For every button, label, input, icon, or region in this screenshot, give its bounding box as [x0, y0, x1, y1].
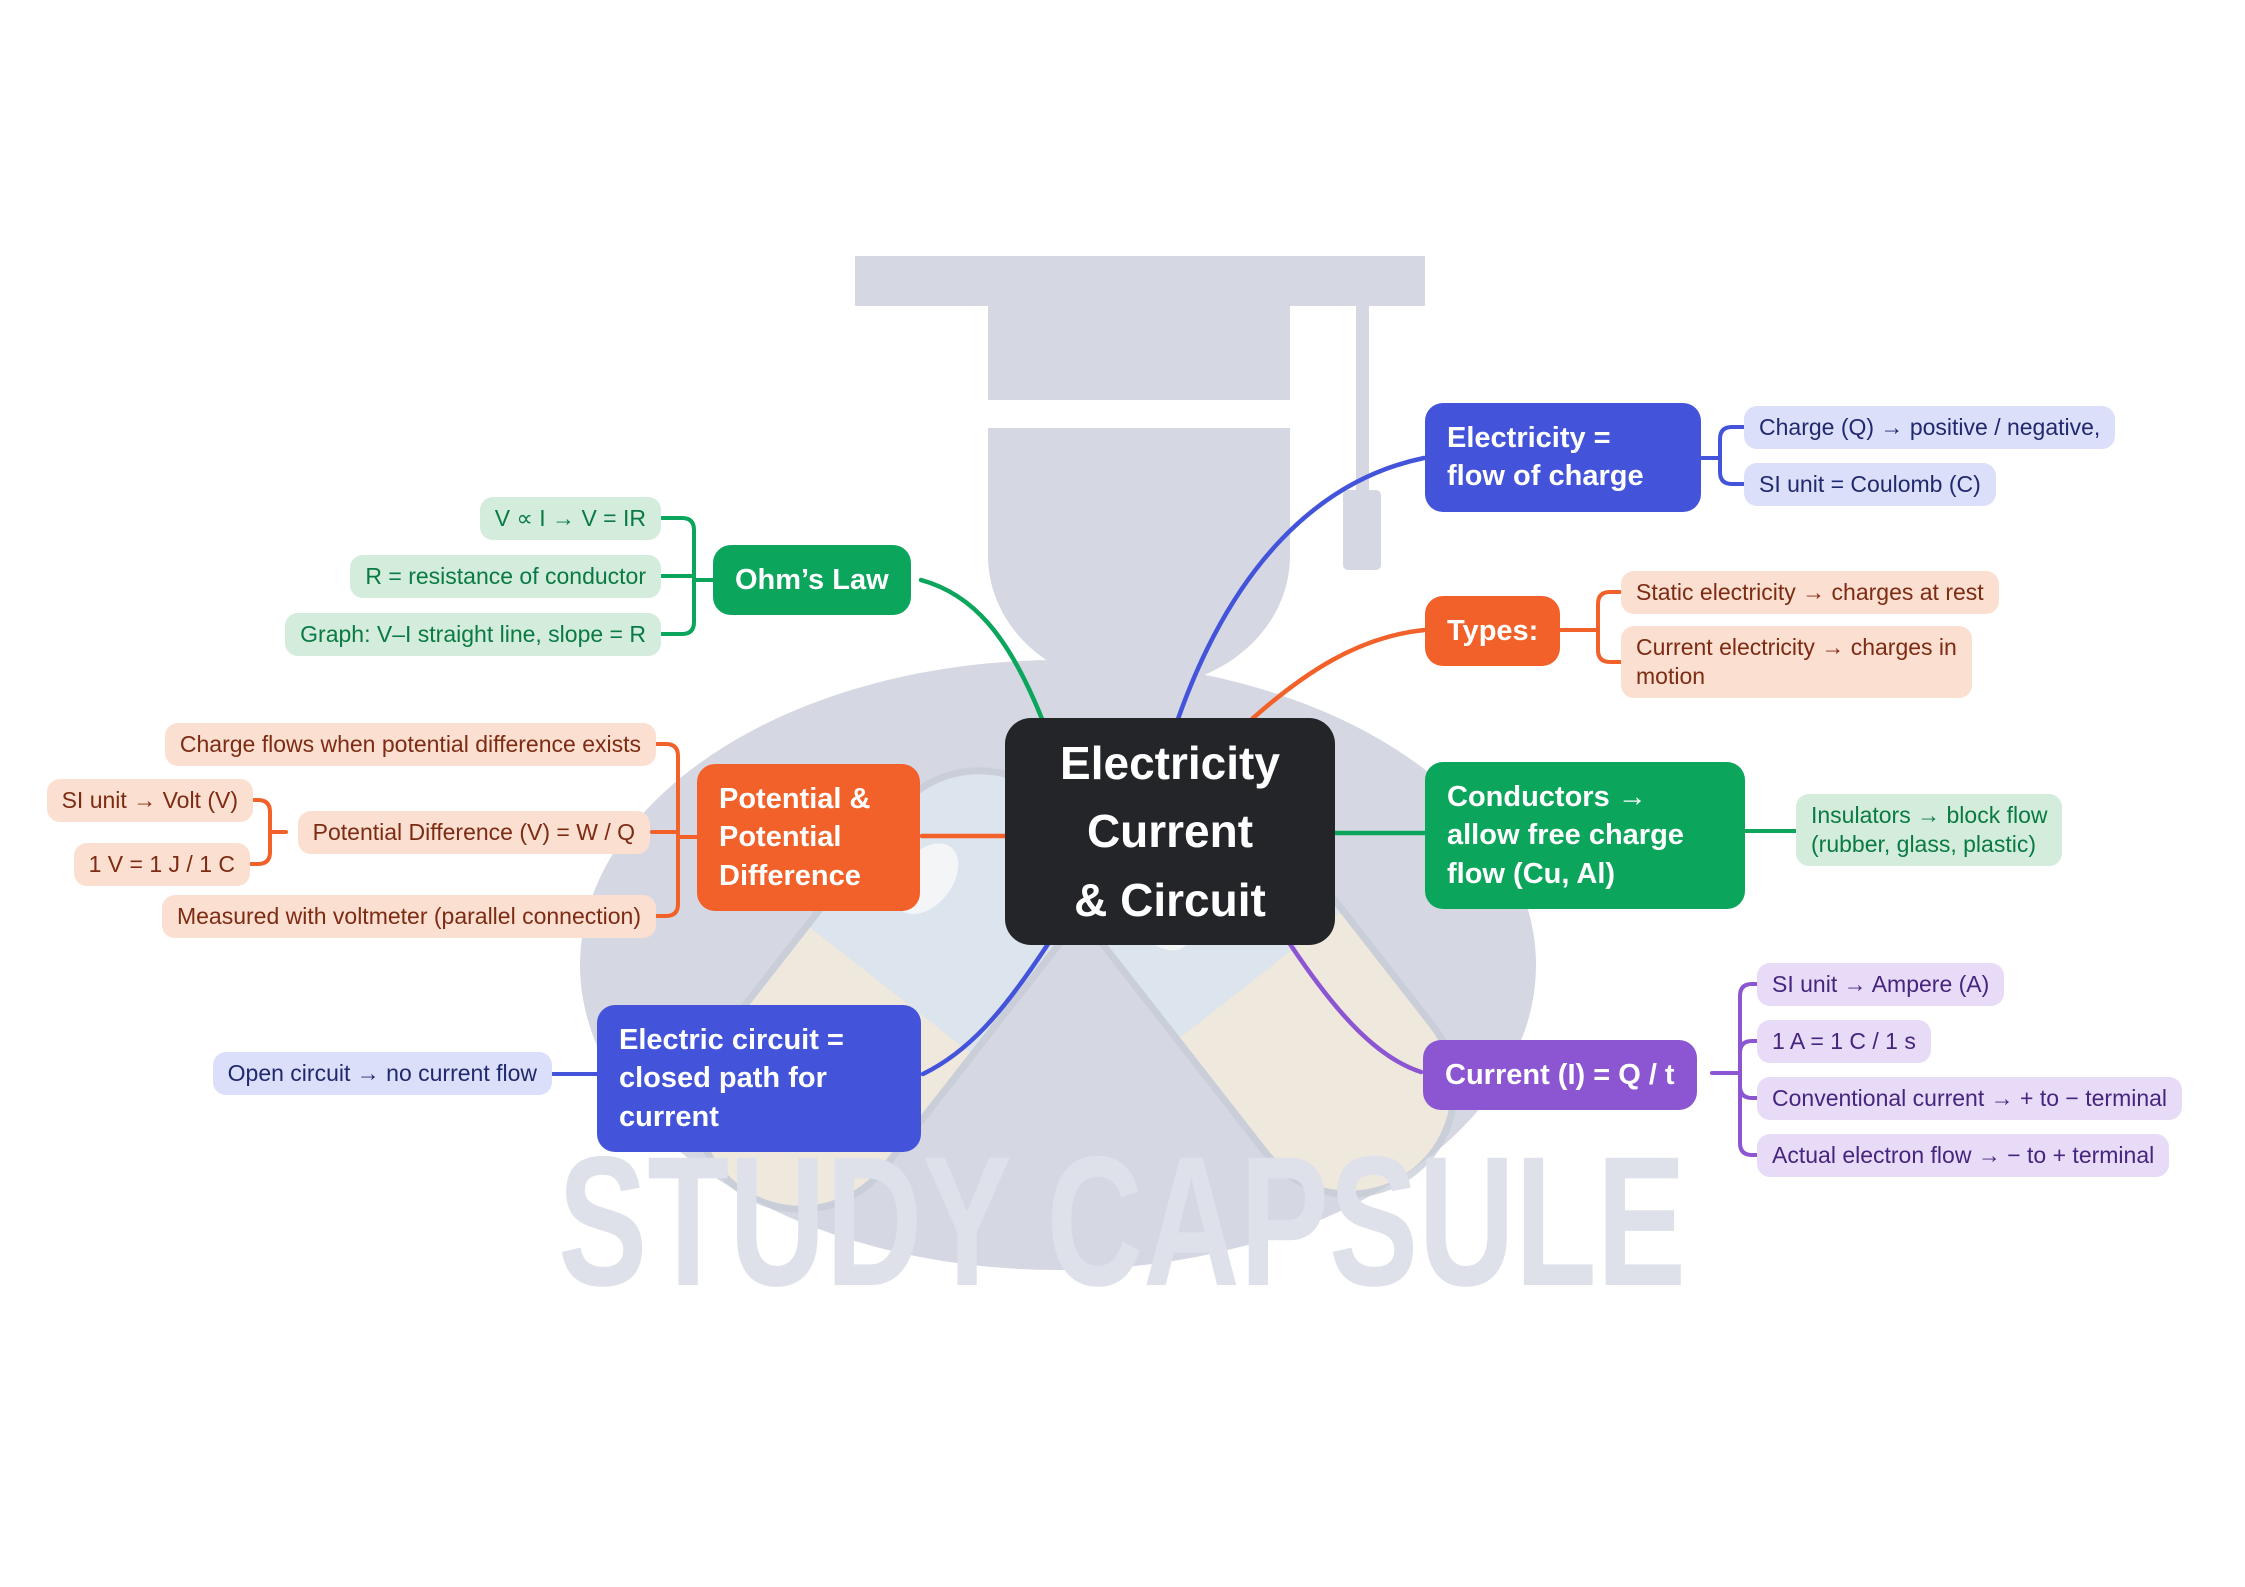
leaf-charge-q: Charge (Q) → positive / negative,: [1744, 406, 2116, 449]
leaf-open-circuit: Open circuit → no current flow: [212, 1052, 552, 1095]
central-topic: Electricity Current & Circuit: [1005, 718, 1335, 945]
leaf-ohms-graph: Graph: V–I straight line, slope = R: [285, 613, 661, 656]
leaf-si-coulomb: SI unit = Coulomb (C): [1744, 463, 1996, 506]
leaf-ohms-resistance: R = resistance of conductor: [350, 555, 661, 598]
connector-electricity: [1175, 455, 1427, 722]
bracket-types-children: [1557, 590, 1623, 664]
bracket-current-children: [1710, 982, 1759, 1157]
leaf-voltmeter: Measured with voltmeter (parallel connec…: [161, 895, 656, 938]
leaf-electron-flow: Actual electron flow → − to + terminal: [1757, 1134, 2170, 1177]
branch-ohms-law: Ohm’s Law: [713, 545, 911, 616]
connector-circuit: [920, 941, 1051, 1077]
connector-ohms: [918, 577, 1045, 722]
bracket-potential-subchildren: [249, 798, 288, 866]
brand-watermark: STUDY CAPSULE: [558, 1119, 1686, 1325]
bracket-electricity-children: [1700, 425, 1746, 486]
leaf-pd-formula: Potential Difference (V) = W / Q: [297, 811, 650, 854]
branch-electricity-flow: Electricity = flow of charge: [1425, 403, 1701, 512]
bracket-ohms-children: [660, 516, 716, 636]
branch-current-formula: Current (I) = Q / t: [1423, 1040, 1697, 1111]
leaf-ohms-v-proportional: V ∝ I → V = IR: [479, 497, 661, 540]
bracket-potential-children: [650, 742, 700, 918]
leaf-one-volt: 1 V = 1 J / 1 C: [73, 843, 250, 886]
branch-types: Types:: [1425, 596, 1561, 667]
leaf-si-ampere: SI unit → Ampere (A): [1757, 963, 2005, 1006]
branch-conductors: Conductors → allow free charge flow (Cu,…: [1425, 762, 1745, 909]
connector-current: [1287, 941, 1424, 1075]
leaf-si-volt: SI unit → Volt (V): [46, 779, 253, 822]
branch-potential-difference: Potential & Potential Difference: [697, 764, 920, 911]
leaf-charge-flows: Charge flows when potential difference e…: [164, 723, 656, 766]
leaf-one-ampere: 1 A = 1 C / 1 s: [1757, 1020, 1931, 1063]
leaf-conventional-current: Conventional current → + to − terminal: [1757, 1077, 2183, 1120]
leaf-insulators: Insulators → block flow (rubber, glass, …: [1796, 794, 2063, 866]
branch-electric-circuit: Electric circuit = closed path for curre…: [597, 1005, 921, 1152]
connector-types: [1249, 627, 1427, 722]
leaf-static-electricity: Static electricity → charges at rest: [1621, 571, 1999, 614]
leaf-current-electricity: Current electricity → charges in motion: [1621, 626, 1972, 698]
